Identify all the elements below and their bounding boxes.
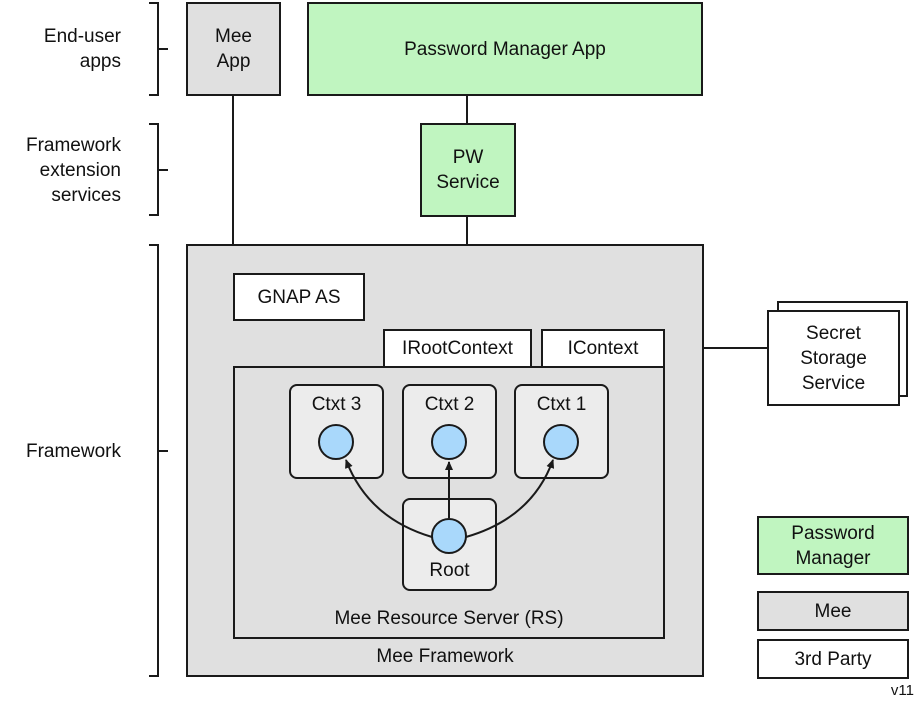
ctxt-2-label: Ctxt 2: [424, 394, 475, 415]
root-box: Root: [402, 498, 497, 591]
mee-app-box: Mee App: [186, 2, 281, 96]
root-node: [431, 518, 467, 554]
tier-label-end-user-apps: End-user apps: [43, 26, 121, 72]
ctxt-3-label: Ctxt 3: [311, 394, 362, 415]
ctxt-1-label: Ctxt 1: [536, 394, 587, 415]
root-label: Root: [429, 560, 470, 581]
bracket-end-user: [149, 2, 168, 96]
iroot-context-box: IRootContext: [383, 329, 532, 368]
legend-third-party: 3rd Party: [757, 639, 909, 679]
icontext-box: IContext: [541, 329, 665, 368]
ctxt-1-node: [543, 424, 579, 460]
arrow-root-to-ctxt3: [345, 459, 433, 538]
legend-password-manager: Password Manager: [757, 516, 909, 575]
tier-label-framework: Framework: [25, 441, 121, 462]
bracket-framework: [149, 244, 168, 677]
legend-mee: Mee: [757, 591, 909, 631]
password-manager-app-box: Password Manager App: [307, 2, 703, 96]
ctxt-2-node: [431, 424, 467, 460]
gnap-as-box: GNAP AS: [233, 273, 365, 321]
tier-label-framework-extension: Framework extension services: [25, 135, 121, 206]
bracket-extension: [149, 123, 168, 216]
arrow-root-to-ctxt1: [465, 459, 555, 538]
pw-service-box: PW Service: [420, 123, 516, 217]
mee-framework-label: Mee Framework: [376, 646, 514, 667]
ctxt-3-node: [318, 424, 354, 460]
resource-server-label: Mee Resource Server (RS): [334, 608, 564, 629]
secret-storage-box: Secret Storage Service: [767, 310, 900, 406]
version-label: v11: [890, 682, 914, 699]
